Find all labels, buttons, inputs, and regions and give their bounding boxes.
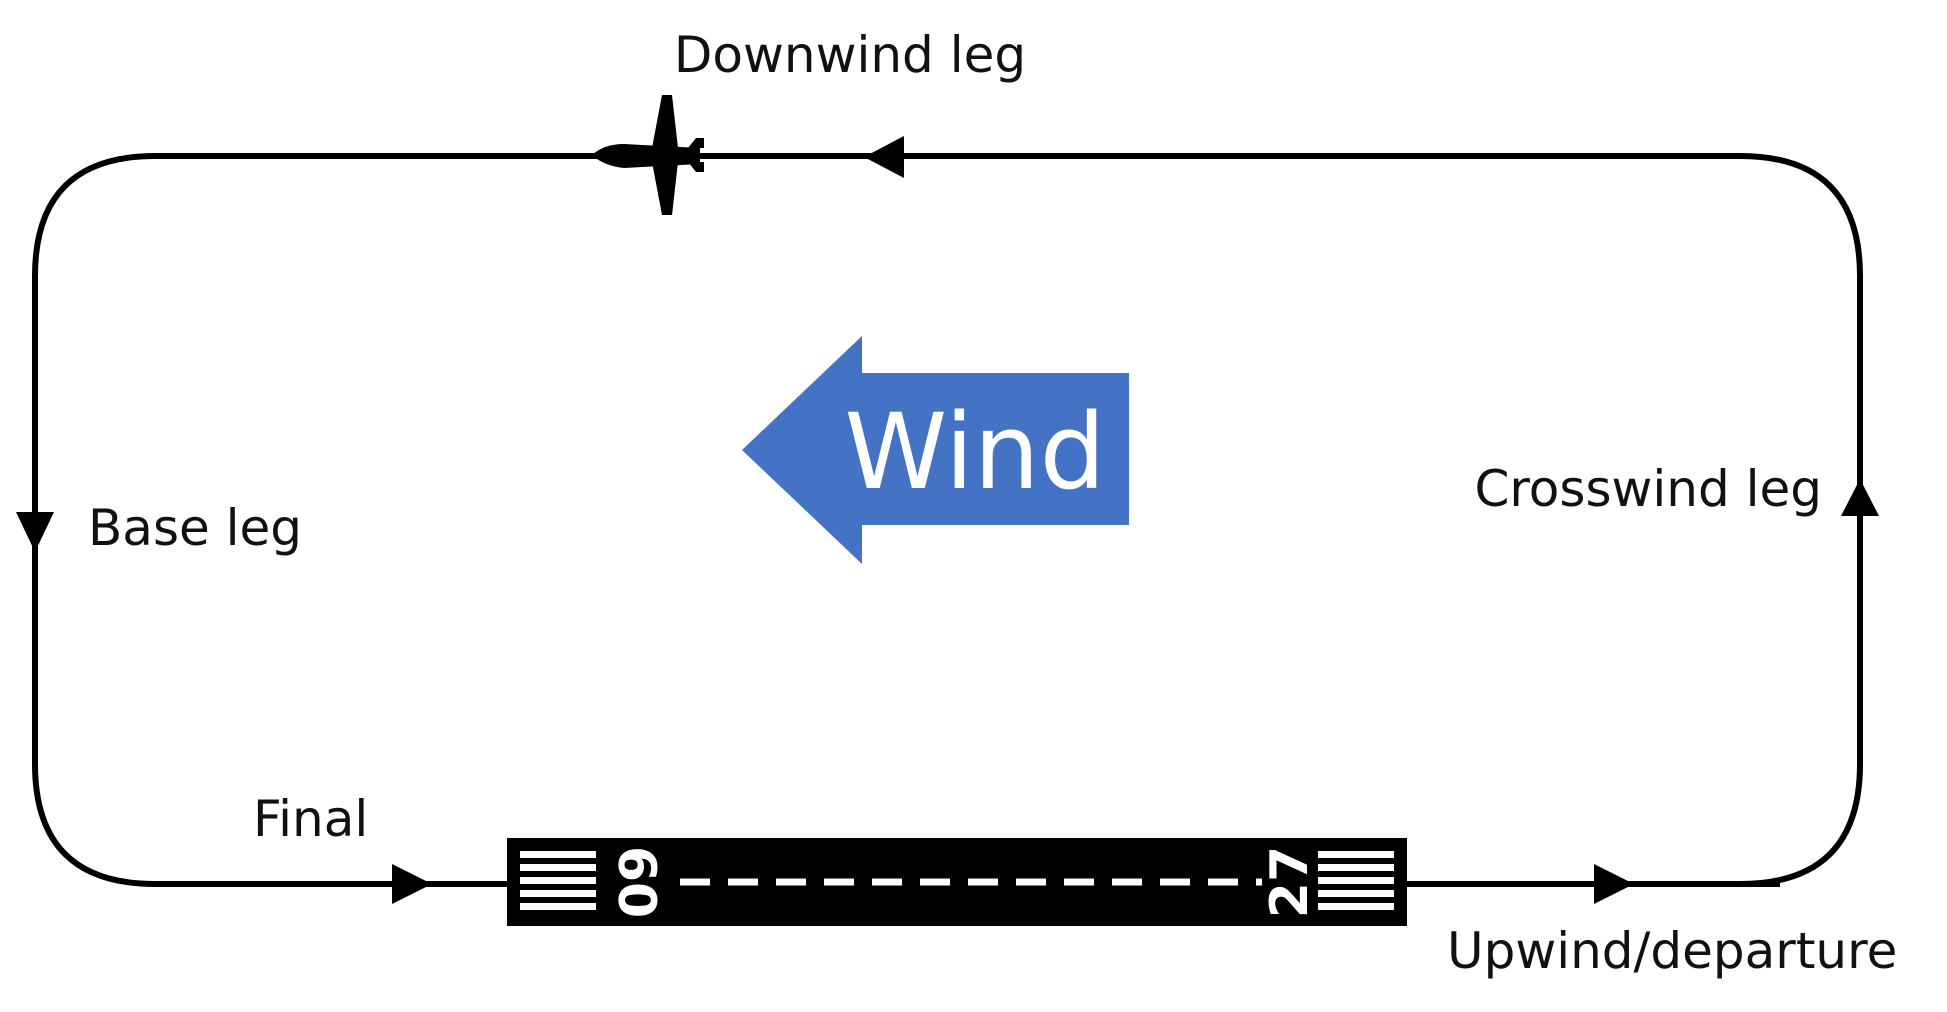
runway-number-left: 09 bbox=[610, 846, 670, 918]
downwind-leg-label: Downwind leg bbox=[674, 26, 1026, 84]
upwind-direction-arrow bbox=[1594, 864, 1634, 904]
wind-label: Wind bbox=[844, 391, 1105, 513]
runway-threshold-left bbox=[520, 851, 596, 910]
final-direction-arrow bbox=[392, 864, 432, 904]
runway-number-right: 27 bbox=[1260, 846, 1320, 918]
runway: 09 27 bbox=[507, 838, 1407, 926]
traffic-pattern-path bbox=[32, 153, 1863, 887]
downwind-direction-arrow bbox=[864, 136, 904, 178]
base-direction-arrow bbox=[16, 512, 54, 552]
airplane-icon bbox=[592, 95, 704, 215]
crosswind-leg-label: Crosswind leg bbox=[1474, 460, 1822, 518]
base-leg-label: Base leg bbox=[88, 499, 302, 557]
final-label: Final bbox=[253, 790, 368, 848]
crosswind-direction-arrow bbox=[1841, 479, 1879, 516]
wind-arrow bbox=[742, 336, 1129, 564]
upwind-departure-label: Upwind/departure bbox=[1447, 922, 1897, 980]
runway-threshold-right bbox=[1318, 851, 1394, 910]
